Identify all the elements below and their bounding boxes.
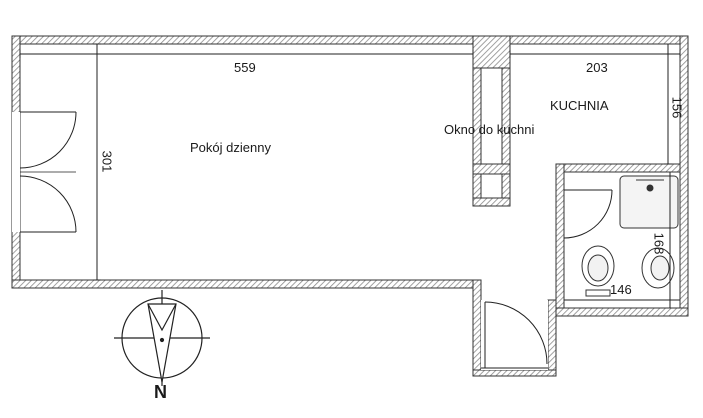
- kitchen-label: KUCHNIA: [550, 98, 609, 113]
- dim-bath-height: 168: [651, 232, 667, 255]
- left-door-opening: [12, 112, 20, 232]
- wall-bath-left: [555, 163, 565, 309]
- left-door: [19, 111, 77, 233]
- wall-corridor-right: [547, 299, 557, 377]
- wall-corridor-bottom: [472, 369, 557, 377]
- dim-living-height: 301: [99, 150, 115, 173]
- living-room-label: Pokój dzienny: [190, 140, 271, 155]
- wall-window-top: [472, 35, 511, 69]
- wall-bath-top: [555, 163, 681, 173]
- dim-kitchen-height: 156: [669, 96, 685, 119]
- wall-window-mid: [472, 163, 511, 175]
- toilet: [581, 245, 615, 297]
- wall-top-kitchen: [509, 35, 689, 45]
- dim-kitchen-width: 203: [586, 60, 608, 75]
- entrance-door: [481, 301, 548, 369]
- sink: [641, 247, 675, 289]
- wall-top-living: [11, 35, 474, 45]
- dim-living-width: 559: [234, 60, 256, 75]
- wall-window-bottom: [472, 197, 511, 207]
- walls: [11, 35, 689, 377]
- dimension-lines: [19, 43, 681, 308]
- shower: [619, 175, 679, 229]
- compass: [114, 290, 210, 386]
- kitchen-window-label: Okno do kuchni: [444, 122, 535, 137]
- compass-north-label: N: [154, 382, 167, 402]
- wall-corridor-left: [472, 279, 482, 377]
- bathroom-door: [563, 189, 613, 239]
- dim-bath-width: 146: [610, 282, 632, 297]
- wall-bottom-living: [11, 279, 478, 289]
- wall-bath-bottom: [555, 307, 689, 317]
- wall-right: [679, 35, 689, 317]
